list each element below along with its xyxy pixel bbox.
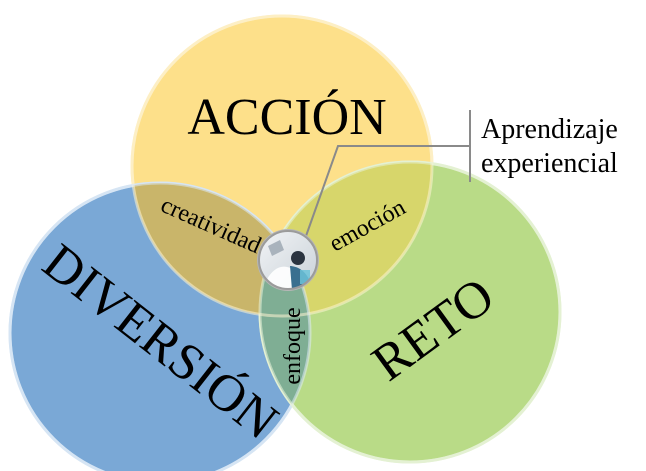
callout-line bbox=[305, 145, 470, 237]
callout-line-2: experiencial bbox=[481, 148, 618, 179]
label-enfoque: enfoque bbox=[280, 307, 306, 384]
overlap-top-left bbox=[132, 183, 310, 316]
person-photo-icon bbox=[257, 229, 319, 291]
callout-line-1: Aprendizaje bbox=[481, 114, 618, 145]
label-accion: ACCIÓN bbox=[187, 88, 386, 146]
